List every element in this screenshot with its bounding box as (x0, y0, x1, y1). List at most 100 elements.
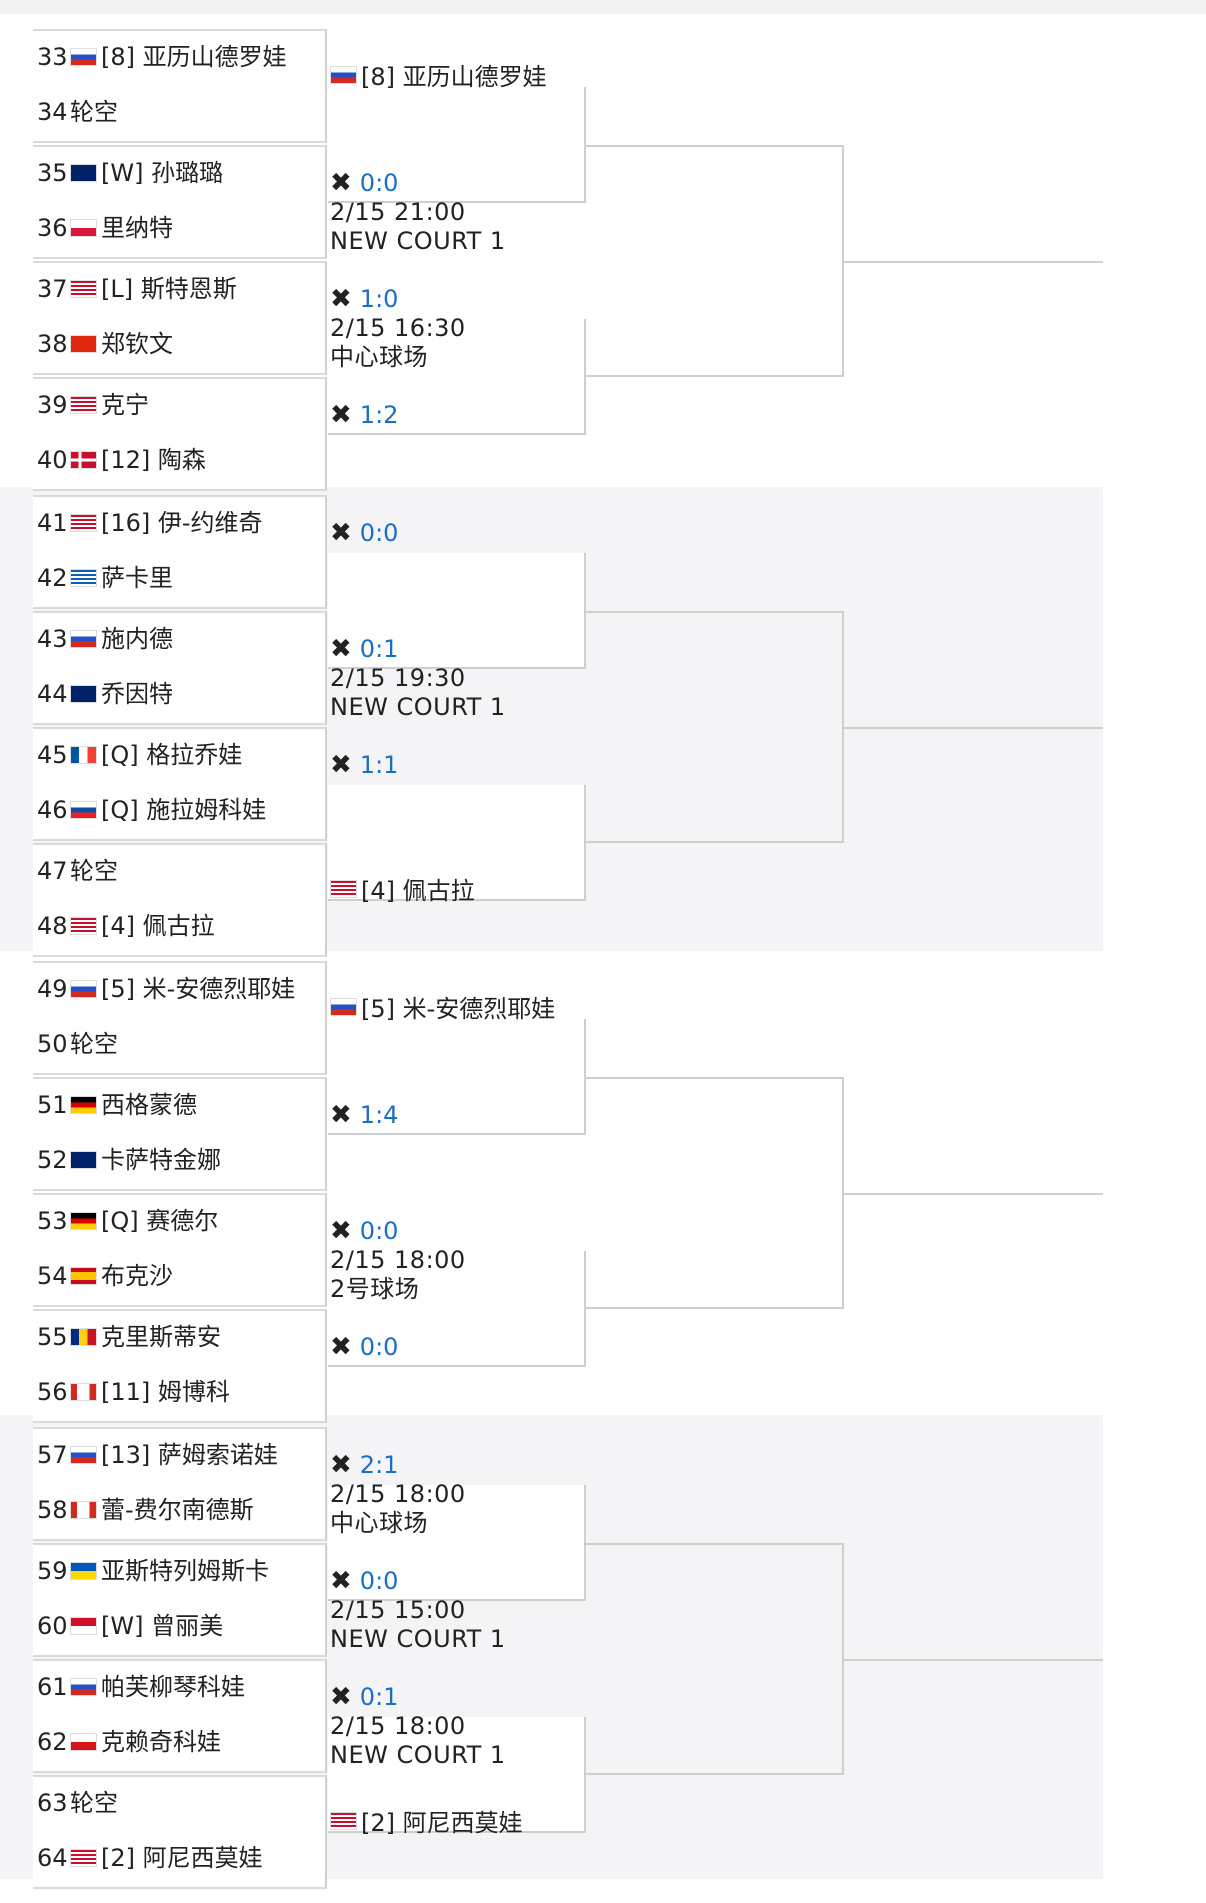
seed-number: 61 (37, 1673, 68, 1701)
advancing-player[interactable]: [2] 阿尼西莫娃 (330, 1803, 523, 1838)
seed-number: 63 (37, 1789, 68, 1817)
flag-icon (70, 569, 97, 587)
flag-icon (70, 1562, 97, 1580)
player-name: [5] 米-安德烈耶娃 (101, 975, 296, 1003)
player-row[interactable]: 40[12] 陶森 (37, 440, 206, 480)
player-name: [16] 伊-约维奇 (101, 509, 263, 537)
match-score: 0:0 (359, 1333, 399, 1361)
player-row[interactable]: 41[16] 伊-约维奇 (37, 503, 263, 543)
advancing-player[interactable]: [8] 亚历山德罗娃 (330, 57, 547, 92)
crossed-rackets-icon: ✖ (330, 750, 352, 780)
round2-connector (328, 87, 586, 203)
player-row[interactable]: 53[Q] 赛德尔 (37, 1201, 218, 1241)
advancing-player[interactable]: [4] 佩古拉 (330, 871, 475, 906)
crossed-rackets-icon: ✖ (330, 1566, 352, 1596)
flag-icon (70, 980, 97, 998)
flag-icon (70, 1446, 97, 1464)
score-row: ✖1:1 (330, 751, 398, 780)
player-row[interactable]: 37[L] 斯特恩斯 (37, 269, 237, 309)
match-info[interactable]: ✖0:0 (330, 1333, 398, 1362)
match-pair: 45[Q] 格拉乔娃 46[Q] 施拉姆科娃 (33, 727, 327, 841)
match-court: 中心球场 (330, 1509, 428, 1537)
match-info[interactable]: ✖1:4 (330, 1101, 398, 1130)
player-name: 轮空 (70, 1030, 118, 1058)
player-name: [W] 曾丽美 (101, 1612, 224, 1640)
flag-icon (330, 1811, 357, 1830)
match-info[interactable]: ✖0:0 (330, 519, 398, 548)
round3-connector (586, 1077, 844, 1309)
round2-connector (328, 1019, 586, 1135)
crossed-rackets-icon: ✖ (330, 1682, 352, 1712)
score-row: ✖0:0 (330, 169, 506, 198)
flag-icon (70, 280, 97, 298)
match-info[interactable]: ✖1:2 (330, 401, 398, 430)
round4-line (844, 1193, 1103, 1195)
seed-number: 58 (37, 1496, 68, 1524)
player-row[interactable]: 33[8] 亚历山德罗娃 (37, 37, 287, 77)
flag-icon (70, 48, 97, 66)
player-row[interactable]: 35[W] 孙璐璐 (37, 153, 223, 193)
player-row[interactable]: 60[W] 曾丽美 (37, 1606, 223, 1646)
crossed-rackets-icon: ✖ (330, 1332, 352, 1362)
flag-icon (70, 451, 97, 469)
round2-connector (328, 1485, 586, 1601)
match-score: 2:1 (359, 1451, 399, 1479)
top-bar (0, 0, 1206, 14)
crossed-rackets-icon: ✖ (330, 168, 352, 198)
player-row[interactable]: 57[13] 萨姆索诺娃 (37, 1435, 278, 1475)
seed-number: 38 (37, 330, 68, 358)
flag-icon (70, 1733, 97, 1751)
seed-number: 64 (37, 1844, 68, 1872)
seed-number: 35 (37, 159, 68, 187)
player-row[interactable]: 49[5] 米-安德烈耶娃 (37, 969, 295, 1009)
player-row[interactable]: 56[11] 姆博科 (37, 1372, 230, 1412)
flag-icon (70, 1096, 97, 1114)
player-row[interactable]: 46[Q] 施拉姆科娃 (37, 790, 266, 830)
match-score: 0:1 (359, 635, 399, 663)
match-info[interactable]: ✖1:1 (330, 751, 398, 780)
seed-number: 36 (37, 214, 68, 242)
advancing-player-name: [8] 亚历山德罗娃 (361, 63, 547, 91)
player-row[interactable]: 45[Q] 格拉乔娃 (37, 735, 242, 775)
round4-line (844, 727, 1103, 729)
player-name: 亚斯特列姆斯卡 (101, 1557, 269, 1585)
player-name: 萨卡里 (101, 564, 173, 592)
round4-line (844, 1659, 1103, 1661)
player-row[interactable]: 48[4] 佩古拉 (37, 906, 215, 946)
player-name: 克里斯蒂安 (101, 1323, 221, 1351)
score-row: ✖0:0 (330, 519, 398, 548)
round2-connector (328, 1717, 586, 1833)
advancing-player[interactable]: [5] 米-安德烈耶娃 (330, 989, 555, 1024)
flag-icon (70, 1151, 97, 1169)
seed-number: 56 (37, 1378, 68, 1406)
flag-icon (70, 1212, 97, 1230)
player-row[interactable]: 64[2] 阿尼西莫娃 (37, 1838, 263, 1878)
flag-icon (70, 801, 97, 819)
